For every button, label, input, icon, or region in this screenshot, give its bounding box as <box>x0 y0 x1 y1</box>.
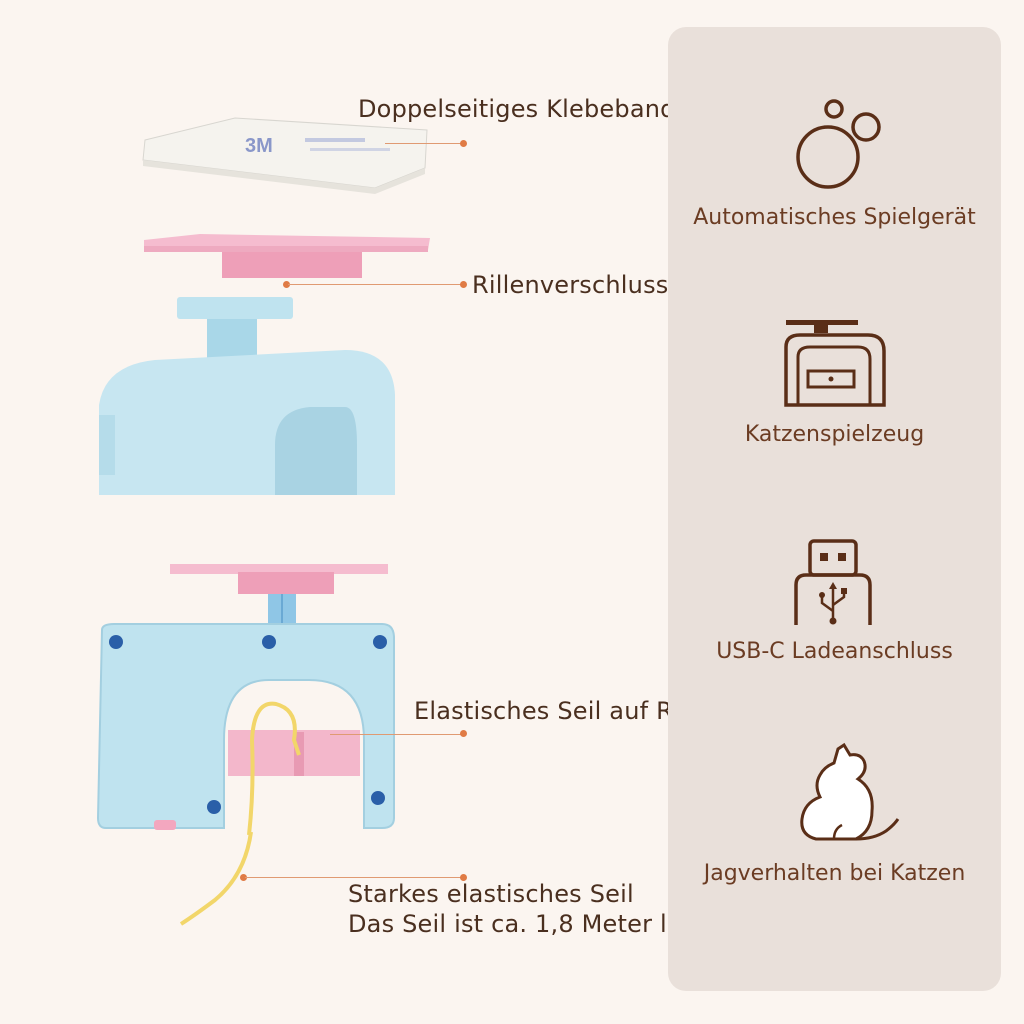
rope-strong-leader-end-dot <box>460 874 467 881</box>
device-base-image <box>96 623 395 835</box>
rope-guided-leader-dot <box>460 730 467 737</box>
adhesive-tape-image: 3M <box>142 117 428 194</box>
feature-label-cat-toy: Katzenspielzeug <box>744 422 925 447</box>
lock-leader-line <box>288 284 464 285</box>
cat-desk-icon <box>784 320 886 407</box>
feature-label-hunting: Jagverhalten bei Katzen <box>703 861 966 886</box>
rope-strong-callout: Starkes elastisches Seil <box>348 880 634 908</box>
tape-brand-text: 3M <box>245 135 273 157</box>
groove-lock-top-image <box>144 234 430 278</box>
tape-leader-line <box>385 143 463 144</box>
device-top-image <box>99 297 395 495</box>
groove-lock-bottom-image <box>170 564 388 624</box>
lock-callout: Rillenverschluss <box>472 271 669 299</box>
cat-silhouette-icon <box>800 742 900 841</box>
bubbles-icon <box>796 99 881 189</box>
rope-length-callout: Das Seil ist ca. 1,8 Meter lang <box>348 910 713 938</box>
usb-icon <box>794 539 872 625</box>
rope-strong-leader-dot <box>240 874 247 881</box>
tape-callout: Doppelseitiges Klebeband <box>358 95 676 123</box>
lock-leader-end-dot <box>460 281 467 288</box>
feature-panel: Automatisches Spielgerät Katzenspielzeug… <box>668 27 1001 991</box>
feature-label-usb: USB-C Ladeanschluss <box>716 639 953 664</box>
product-illustration: 3M <box>96 117 430 926</box>
rope-image <box>179 831 253 926</box>
tape-leader-dot <box>460 140 467 147</box>
rope-guided-leader-line <box>330 734 463 735</box>
lock-leader-dot <box>283 281 290 288</box>
rope-strong-leader-line <box>245 877 463 878</box>
feature-label-play-device: Automatisches Spielgerät <box>693 205 976 230</box>
